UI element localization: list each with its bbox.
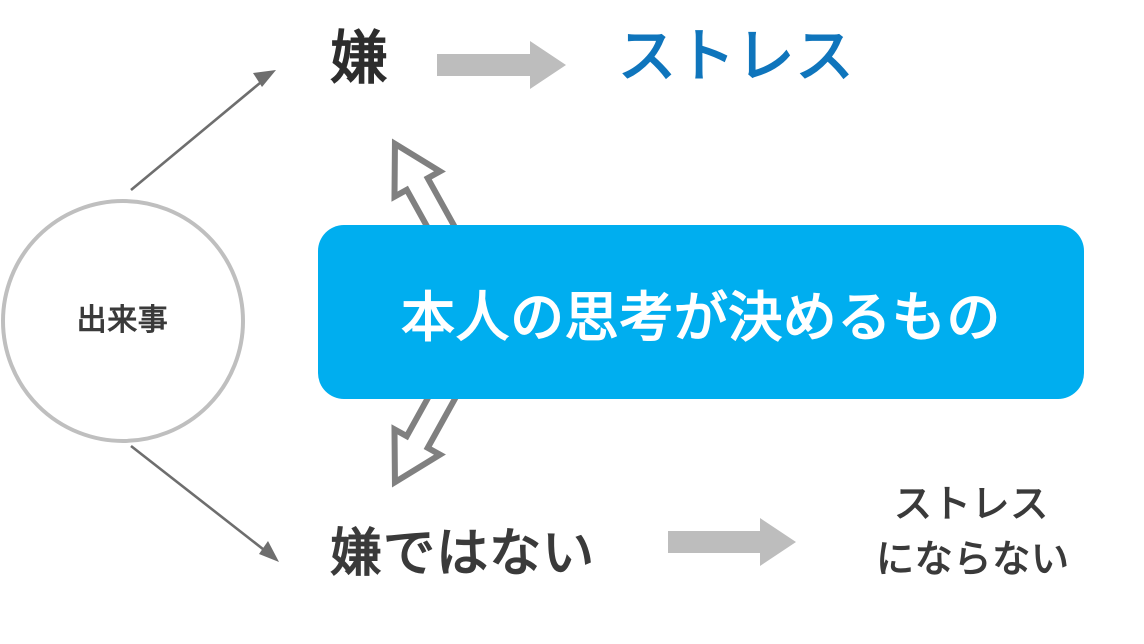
outcome-no-stress-line2: にならない <box>876 539 1070 582</box>
outcome-label-stress: ストレス <box>618 24 855 89</box>
block-arrow-right-bottom <box>668 518 796 566</box>
center-message-label: 本人の思考が決めるもの <box>401 287 1001 348</box>
outcome-no-stress-line1: ストレス <box>894 484 1050 526</box>
thin-arrow-down-right <box>130 444 279 562</box>
outcome-label-no-stress: ストレス にならない <box>876 478 1126 588</box>
event-circle-label: 出来事 <box>76 304 169 337</box>
branch-label-unpleasant: 嫌 <box>330 26 390 91</box>
event-circle-shape <box>1 199 245 443</box>
center-message-box: 本人の思考が決めるもの <box>318 225 1084 399</box>
block-arrow-right-top <box>437 41 566 89</box>
thin-arrow-up-right <box>130 70 276 192</box>
branch-label-not-unpleasant: 嫌ではない <box>330 525 596 583</box>
